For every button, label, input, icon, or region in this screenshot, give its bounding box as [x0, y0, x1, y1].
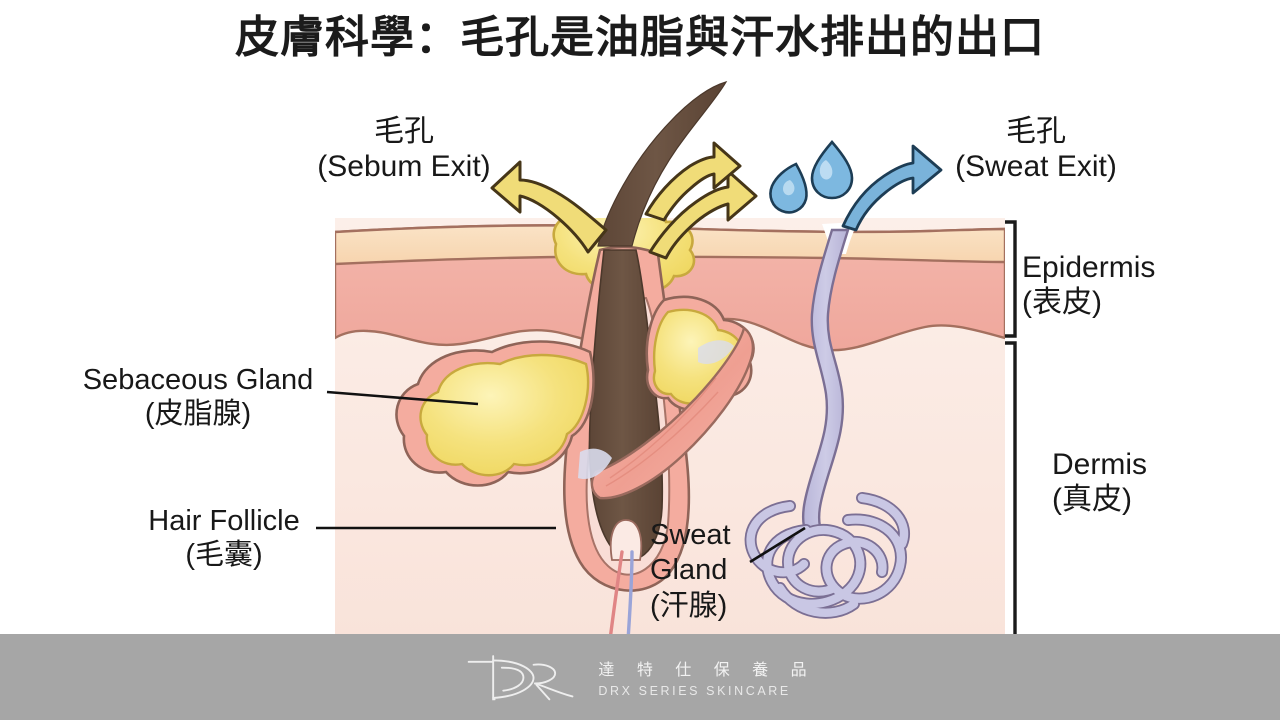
- sebum-arrow-right: [648, 169, 758, 260]
- label-sweat-gland-line1: Sweat: [650, 519, 731, 551]
- sebum-arrow-left: [490, 160, 608, 254]
- label-dermis: Dermis (真皮): [1052, 447, 1232, 518]
- label-sweat-exit: 毛孔 (Sweat Exit): [928, 114, 1144, 185]
- sebum-arrow-upper-right: [644, 141, 742, 222]
- capillary-vein: [626, 550, 634, 638]
- leader-line-sweat-gland: [749, 526, 806, 564]
- label-hair-follicle-line2: (毛囊): [185, 539, 263, 572]
- label-dermis-line2: (真皮): [1052, 483, 1132, 517]
- page-title: 皮膚科學：毛孔是油脂與汗水排出的出口: [235, 13, 1045, 62]
- leader-line-sebaceous: [326, 390, 479, 406]
- capillary-artery: [608, 550, 624, 638]
- label-hair-follicle-line1: Hair Follicle: [148, 505, 300, 537]
- sebum-arrows-group: [490, 141, 758, 260]
- label-sebaceous-gland-line1: Sebaceous Gland: [82, 364, 314, 396]
- watermark-brand-cn: 達 特 仕 保 養 品: [598, 662, 816, 679]
- label-sweat-gland: Sweat Gland (汗腺): [650, 518, 850, 624]
- label-sebum-exit: 毛孔 (Sebum Exit): [296, 114, 512, 185]
- label-sweat-exit-line2: (Sweat Exit): [955, 150, 1117, 184]
- watermark: 達 特 仕 保 養 品 DRX SERIES SKINCARE: [0, 634, 1280, 720]
- label-sweat-gland-line3: (汗腺): [650, 589, 728, 622]
- sweat-gland-coil-fill: [746, 493, 909, 617]
- hair-shaft: [597, 81, 728, 247]
- label-dermis-line1: Dermis: [1052, 448, 1147, 481]
- label-sweat-gland-line2: Gland: [650, 554, 728, 587]
- label-epidermis-line1: Epidermis: [1022, 251, 1156, 284]
- sweat-arrow: [841, 144, 943, 232]
- label-epidermis-line2: (表皮): [1022, 286, 1102, 320]
- sebaceous-gland-left: [395, 340, 595, 487]
- label-hair-follicle: Hair Follicle (毛囊): [114, 504, 334, 572]
- skin-layers-group: [335, 218, 1005, 638]
- sweat-droplet-highlight-2: [783, 180, 795, 196]
- drx-monogram-logo: [468, 655, 574, 701]
- label-sebaceous-gland: Sebaceous Gland (皮脂腺): [62, 363, 334, 431]
- label-sebum-exit-line2: (Sebum Exit): [317, 150, 491, 184]
- label-sebum-exit-line1: 毛孔: [374, 115, 434, 148]
- footer-band: [0, 634, 1280, 720]
- sweat-droplets-group: [769, 140, 854, 214]
- arrector-pili-muscle: [578, 325, 755, 500]
- dermal-papilla: [609, 519, 643, 561]
- dermis-bracket: [1005, 341, 1017, 638]
- sweat-droplet-highlight-1: [819, 160, 833, 180]
- label-epidermis: Epidermis (表皮): [1022, 250, 1222, 321]
- label-sebaceous-gland-line2: (皮脂腺): [144, 398, 252, 431]
- watermark-text-group: 達 特 仕 保 養 品 DRX SERIES SKINCARE: [598, 656, 815, 698]
- epidermis-bracket: [1005, 220, 1017, 338]
- watermark-brand-en: DRX SERIES SKINCARE: [598, 684, 791, 698]
- label-sweat-exit-line1: 毛孔: [1006, 115, 1066, 148]
